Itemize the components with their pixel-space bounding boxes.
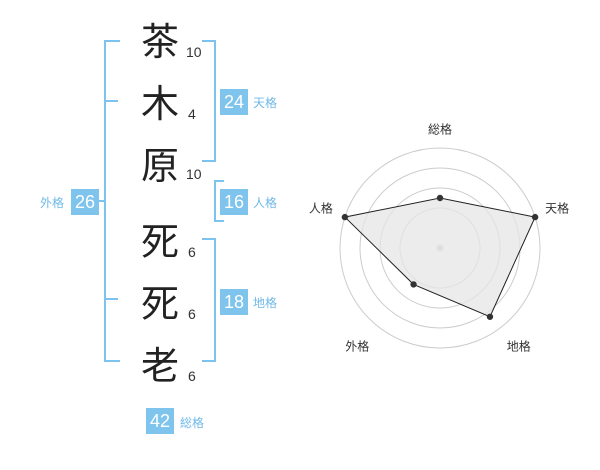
soukaku-label: 総格 — [180, 416, 205, 430]
tenkaku-label: 天格 — [253, 96, 278, 110]
chikaku-badge: 18 — [220, 289, 248, 315]
stroke-count-6: 6 — [188, 368, 196, 384]
gaikaku-connector — [98, 200, 104, 202]
chikaku-bracket — [202, 238, 216, 362]
stroke-count-5: 6 — [188, 306, 196, 322]
stroke-count-4: 6 — [188, 244, 196, 260]
name-char-5: 死 — [140, 282, 179, 326]
radar-axis-label-5: 人格 — [309, 201, 333, 216]
gaikaku-label: 外格 — [40, 196, 65, 210]
stroke-count-2: 4 — [188, 106, 196, 122]
name-char-3: 原 — [140, 144, 179, 188]
soukaku-badge: 42 — [146, 408, 174, 434]
name-char-2: 木 — [140, 82, 179, 126]
radar-axis-label-2: 天格 — [545, 201, 569, 216]
radar-axis-label-4: 外格 — [345, 338, 369, 353]
jinkaku-bracket — [214, 180, 224, 222]
tenkaku-bracket — [202, 40, 216, 162]
name-char-6: 老 — [140, 344, 179, 388]
gaikaku-badge: 26 — [71, 189, 99, 215]
gaikaku-bracket-tick-1 — [106, 100, 118, 102]
gaikaku-bracket — [104, 40, 120, 362]
stroke-count-1: 10 — [186, 44, 202, 60]
radar-point-3 — [486, 313, 494, 320]
chikaku-label: 地格 — [253, 296, 278, 310]
name-char-1: 茶 — [140, 20, 179, 64]
radar-point-1 — [436, 194, 444, 202]
stroke-count-3: 10 — [186, 166, 202, 182]
radar-point-2 — [531, 213, 539, 221]
gaikaku-bracket-tick-2 — [106, 298, 118, 300]
radar-area — [343, 197, 536, 318]
radar-axis-label-3: 地格 — [507, 338, 531, 353]
radar-axis-label-1: 総格 — [428, 122, 452, 137]
jinkaku-badge: 16 — [220, 189, 248, 215]
radar-point-5 — [341, 213, 349, 221]
tenkaku-badge: 24 — [220, 89, 248, 115]
radar-point-4 — [410, 281, 417, 288]
name-char-4: 死 — [140, 220, 179, 264]
jinkaku-label: 人格 — [253, 196, 278, 210]
